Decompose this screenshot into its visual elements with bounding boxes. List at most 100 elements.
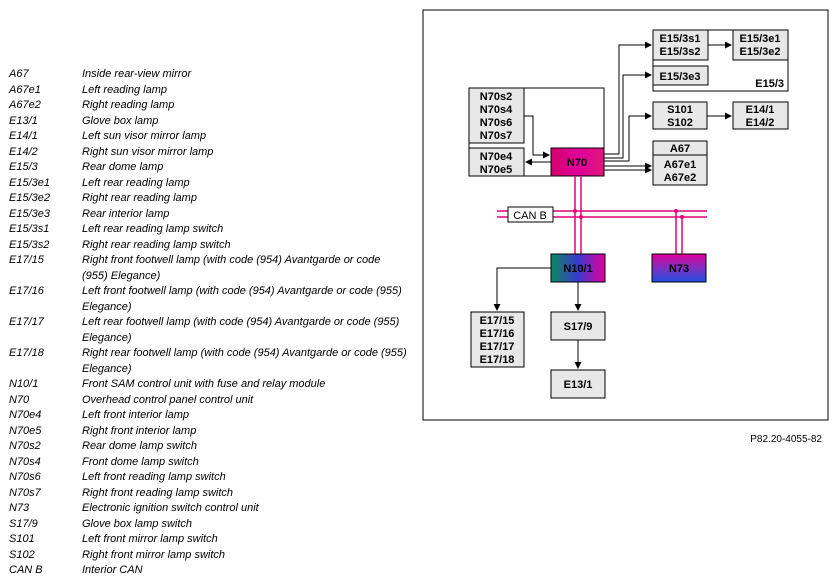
legend-code: S17/9 xyxy=(9,517,38,530)
n70s2-label: N70s2 xyxy=(480,91,512,103)
legend-row: N73 Electronic ignition switch control un… xyxy=(9,501,409,517)
n70-switches-box xyxy=(468,87,525,144)
legend-description: Right front reading lamp switch xyxy=(82,486,234,499)
legend-description: Electronic ignition switch control unit xyxy=(82,502,259,514)
legend-description: Right front footwell lamp (with code (95… xyxy=(82,254,381,282)
legend-code: E13/1 xyxy=(9,114,38,127)
legend-description: Right rear reading lamp xyxy=(82,192,197,204)
legend-description: Left rear reading lamp switch xyxy=(82,223,224,235)
e15-3e-box xyxy=(732,29,789,61)
legend-code: A67e2 xyxy=(9,99,41,111)
legend-row: E17/18 Right rear footwell lamp (with cod… xyxy=(9,346,409,377)
a67e2-label: A67e2 xyxy=(664,172,696,184)
n70-lamps-box xyxy=(468,147,525,177)
legend-code: E14/2 xyxy=(9,145,38,158)
a67-label: A67 xyxy=(670,143,690,155)
n70s4-label: N70s4 xyxy=(480,104,513,116)
legend-row: S102 Right front mirror lamp switch xyxy=(9,548,409,564)
legend-row: N10/1 Front SAM control unit with fuse an… xyxy=(9,377,409,393)
legend-row: E15/3e2 Right rear reading lamp xyxy=(9,191,409,207)
legend-description: Glove box lamp switch xyxy=(82,517,193,530)
s102-label: S102 xyxy=(667,117,693,129)
legend-description: Left reading lamp xyxy=(82,83,167,96)
legend-description: Right rear footwell lamp (with code (954… xyxy=(82,347,407,375)
legend-row: N70e5 Right front interior lamp xyxy=(9,424,409,440)
s101-label: S101 xyxy=(667,104,693,116)
legend-code: N70e4 xyxy=(9,409,42,421)
legend-row: E14/2 Right sun visor mirror lamp xyxy=(9,145,409,161)
e15-3s-box xyxy=(652,29,709,61)
legend-code: N70 xyxy=(9,393,30,406)
legend-code: E15/3e1 xyxy=(9,176,50,189)
legend-description: Right sun visor mirror lamp xyxy=(82,145,214,158)
n70s7-label: N70s7 xyxy=(480,130,512,142)
legend-row: A67e2 Right reading lamp xyxy=(9,98,409,114)
legend-description: Left front reading lamp switch xyxy=(82,471,226,483)
e15-3e2-label: E15/3e2 xyxy=(740,46,781,58)
legend-code: CAN B xyxy=(9,564,43,576)
legend-description: Right reading lamp xyxy=(82,99,175,111)
legend-row: E15/3e3 Rear interior lamp xyxy=(9,207,409,223)
n70e5-label: N70e5 xyxy=(480,164,512,176)
legend-description: Glove box lamp xyxy=(82,114,159,127)
legend-description: Rear dome lamp xyxy=(82,161,164,173)
legend-description: Front SAM control unit with fuse and rel… xyxy=(82,378,326,390)
legend-description: Left rear footwell lamp (with code (954)… xyxy=(82,316,400,344)
s17-9-box xyxy=(550,311,606,341)
legend-code: N10/1 xyxy=(9,378,39,390)
e15-3e3-label: E15/3e3 xyxy=(660,71,701,83)
n10-1-label: N10/1 xyxy=(563,263,592,275)
e15-3s2-label: E15/3s2 xyxy=(660,46,701,58)
n70e4-label: N70e4 xyxy=(480,151,513,163)
e14-box xyxy=(732,101,789,130)
legend-code: E14/1 xyxy=(9,130,38,142)
e13-1-label: E13/1 xyxy=(564,379,593,391)
legend-code: N70s4 xyxy=(9,455,41,468)
e17-15-label: E17/15 xyxy=(480,315,515,327)
legend-description: Rear interior lamp xyxy=(82,207,170,220)
e15-3e3-box xyxy=(652,65,709,86)
legend-description: Rear dome lamp switch xyxy=(82,440,197,452)
legend-code: E17/17 xyxy=(9,316,44,328)
legend-code: S102 xyxy=(9,548,35,561)
legend-code: E15/3s2 xyxy=(9,238,50,251)
legend-description: Right front mirror lamp switch xyxy=(82,548,226,561)
legend-row: E15/3s2 Right rear reading lamp switch xyxy=(9,238,409,254)
e15-3s1-label: E15/3s1 xyxy=(660,33,701,45)
e17-18-label: E17/18 xyxy=(480,354,515,366)
legend-code: E17/16 xyxy=(9,285,44,297)
n70-module xyxy=(550,147,605,177)
legend-code: E15/3e2 xyxy=(9,192,50,204)
legend-row: E13/1 Glove box lamp xyxy=(9,114,409,130)
figure-reference-code: P82.20-4055-82 xyxy=(750,434,822,445)
legend-code: E17/15 xyxy=(9,254,44,266)
legend-description: Front dome lamp switch xyxy=(82,455,199,468)
legend-row: N70s2 Rear dome lamp switch xyxy=(9,439,409,455)
legend-code: N73 xyxy=(9,502,30,514)
legend-code: N70e5 xyxy=(9,424,42,437)
n73-module xyxy=(651,253,707,283)
can-b-label: CAN B xyxy=(513,210,547,222)
legend-code: E17/18 xyxy=(9,347,44,359)
legend-row: E15/3 Rear dome lamp xyxy=(9,160,409,176)
legend-description: Right rear reading lamp switch xyxy=(82,238,231,251)
n70s6-label: N70s6 xyxy=(480,117,512,129)
e17-17-label: E17/17 xyxy=(480,341,515,353)
legend-code: E15/3e3 xyxy=(9,207,50,220)
legend-description: Right front interior lamp xyxy=(82,424,197,437)
legend-code: E15/3s1 xyxy=(9,223,50,235)
legend-description: Inside rear-view mirror xyxy=(82,68,192,80)
legend-code: N70s6 xyxy=(9,471,41,483)
legend-code: N70s2 xyxy=(9,440,41,452)
legend-code: E15/3 xyxy=(9,161,38,173)
n73-label: N73 xyxy=(669,263,689,275)
